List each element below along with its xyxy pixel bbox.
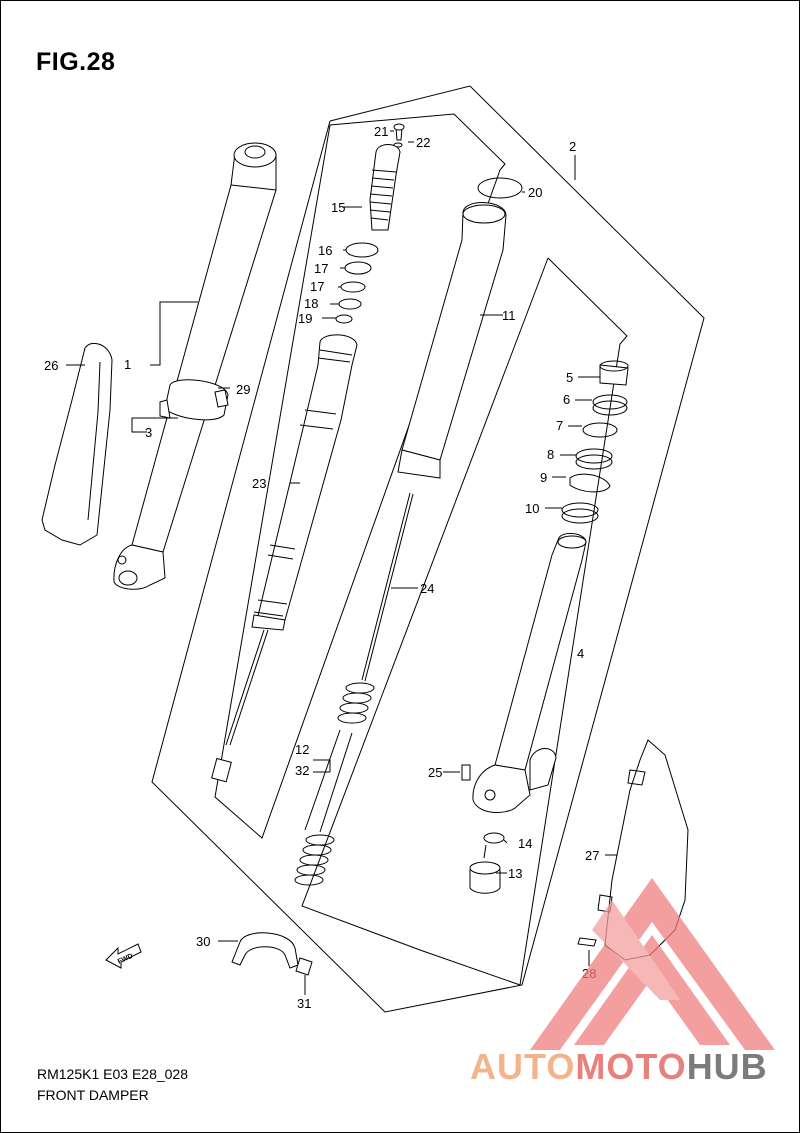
- callout-3: 3: [145, 425, 152, 440]
- damper-cap-assembly: [335, 123, 405, 324]
- callout-19: 19: [298, 311, 312, 326]
- callout-21: 21: [374, 124, 388, 139]
- callout-31: 31: [297, 996, 311, 1011]
- callout-25: 25: [428, 765, 442, 780]
- callout-18: 18: [304, 296, 318, 311]
- bolt-28: [577, 937, 597, 947]
- callout-32: 32: [295, 763, 309, 778]
- outer-fork-tube: [113, 142, 277, 590]
- spring-guide-rod: [361, 492, 414, 682]
- model-code: RM125K1 E03 E28_028: [37, 1066, 188, 1082]
- assembly-outline: [151, 85, 705, 1013]
- callout-7: 7: [556, 418, 563, 433]
- fwd-arrow-icon: [105, 943, 142, 969]
- watermark-hub: HUB: [686, 1046, 768, 1087]
- callout-5: 5: [566, 370, 573, 385]
- callout-20: 20: [528, 185, 542, 200]
- callout-labels: 1 2 3 4 5 6 7 8 9 10 11 12 32 13 14 15 1…: [44, 124, 599, 1011]
- callout-30: 30: [196, 934, 210, 949]
- callout-27: 27: [585, 848, 599, 863]
- callout-12: 12: [295, 742, 309, 757]
- callout-1: 1: [124, 357, 131, 372]
- inner-fork-tube: [397, 177, 523, 479]
- callout-17a: 17: [314, 261, 328, 276]
- callout-14: 14: [518, 836, 532, 851]
- seal-stack: [561, 360, 629, 524]
- callout-23: 23: [252, 476, 266, 491]
- watermark-text: AUTOMOTOHUB: [470, 1046, 768, 1088]
- callout-24: 24: [420, 581, 434, 596]
- callout-4: 4: [577, 646, 584, 661]
- callout-6: 6: [563, 392, 570, 407]
- watermark-logo-icon: [530, 878, 775, 1050]
- callout-22: 22: [416, 135, 430, 150]
- damper-rod: [211, 334, 358, 783]
- callout-13: 13: [508, 866, 522, 881]
- callout-9: 9: [540, 470, 547, 485]
- callout-8: 8: [547, 447, 554, 462]
- callout-11: 11: [502, 308, 516, 323]
- figure-title: FIG.28: [36, 48, 116, 76]
- watermark-moto: MOTO: [575, 1046, 687, 1087]
- fork-guard-left: [41, 342, 113, 546]
- callout-29: 29: [236, 382, 250, 397]
- fork-spring: [294, 682, 375, 886]
- callout-16: 16: [318, 243, 332, 258]
- callout-15: 15: [331, 200, 345, 215]
- callout-17b: 17: [310, 279, 324, 294]
- inner-frame-tube: [301, 257, 628, 986]
- callout-26: 26: [44, 358, 58, 373]
- callout-2: 2: [569, 139, 576, 154]
- inner-frame-damper: [214, 113, 506, 839]
- callout-10: 10: [525, 501, 539, 516]
- axle-clamp: [231, 932, 313, 976]
- diagram-name: FRONT DAMPER: [37, 1087, 149, 1103]
- watermark-auto: AUTO: [470, 1046, 576, 1087]
- leader-lines: [66, 130, 617, 995]
- fork-guard-left-inner: [87, 361, 101, 521]
- lower-fork-leg: [461, 533, 587, 894]
